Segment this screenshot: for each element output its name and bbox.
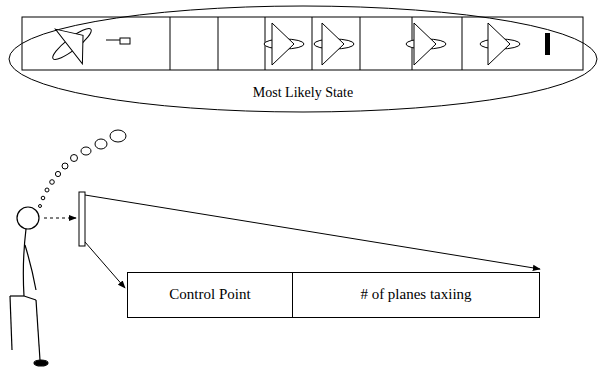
taxiing-plane	[264, 23, 520, 65]
ellipse-outline	[9, 6, 597, 112]
field-label: Control Point	[169, 286, 250, 303]
state-label: Most Likely State	[8, 85, 598, 101]
field-label: # of planes taxiing	[360, 286, 471, 303]
stop-bar	[545, 33, 550, 55]
zoom-line	[85, 242, 125, 288]
display-panel	[79, 192, 85, 246]
runway-strip	[22, 17, 583, 70]
field-box: # of planes taxiing	[292, 272, 540, 318]
seated-person	[10, 207, 48, 366]
flag-symbol	[106, 38, 130, 44]
state-ellipse: Most Likely State	[8, 5, 598, 113]
gaze-arrow	[44, 218, 76, 219]
zoom-line	[85, 195, 540, 269]
field-box: Control Point	[127, 272, 293, 318]
